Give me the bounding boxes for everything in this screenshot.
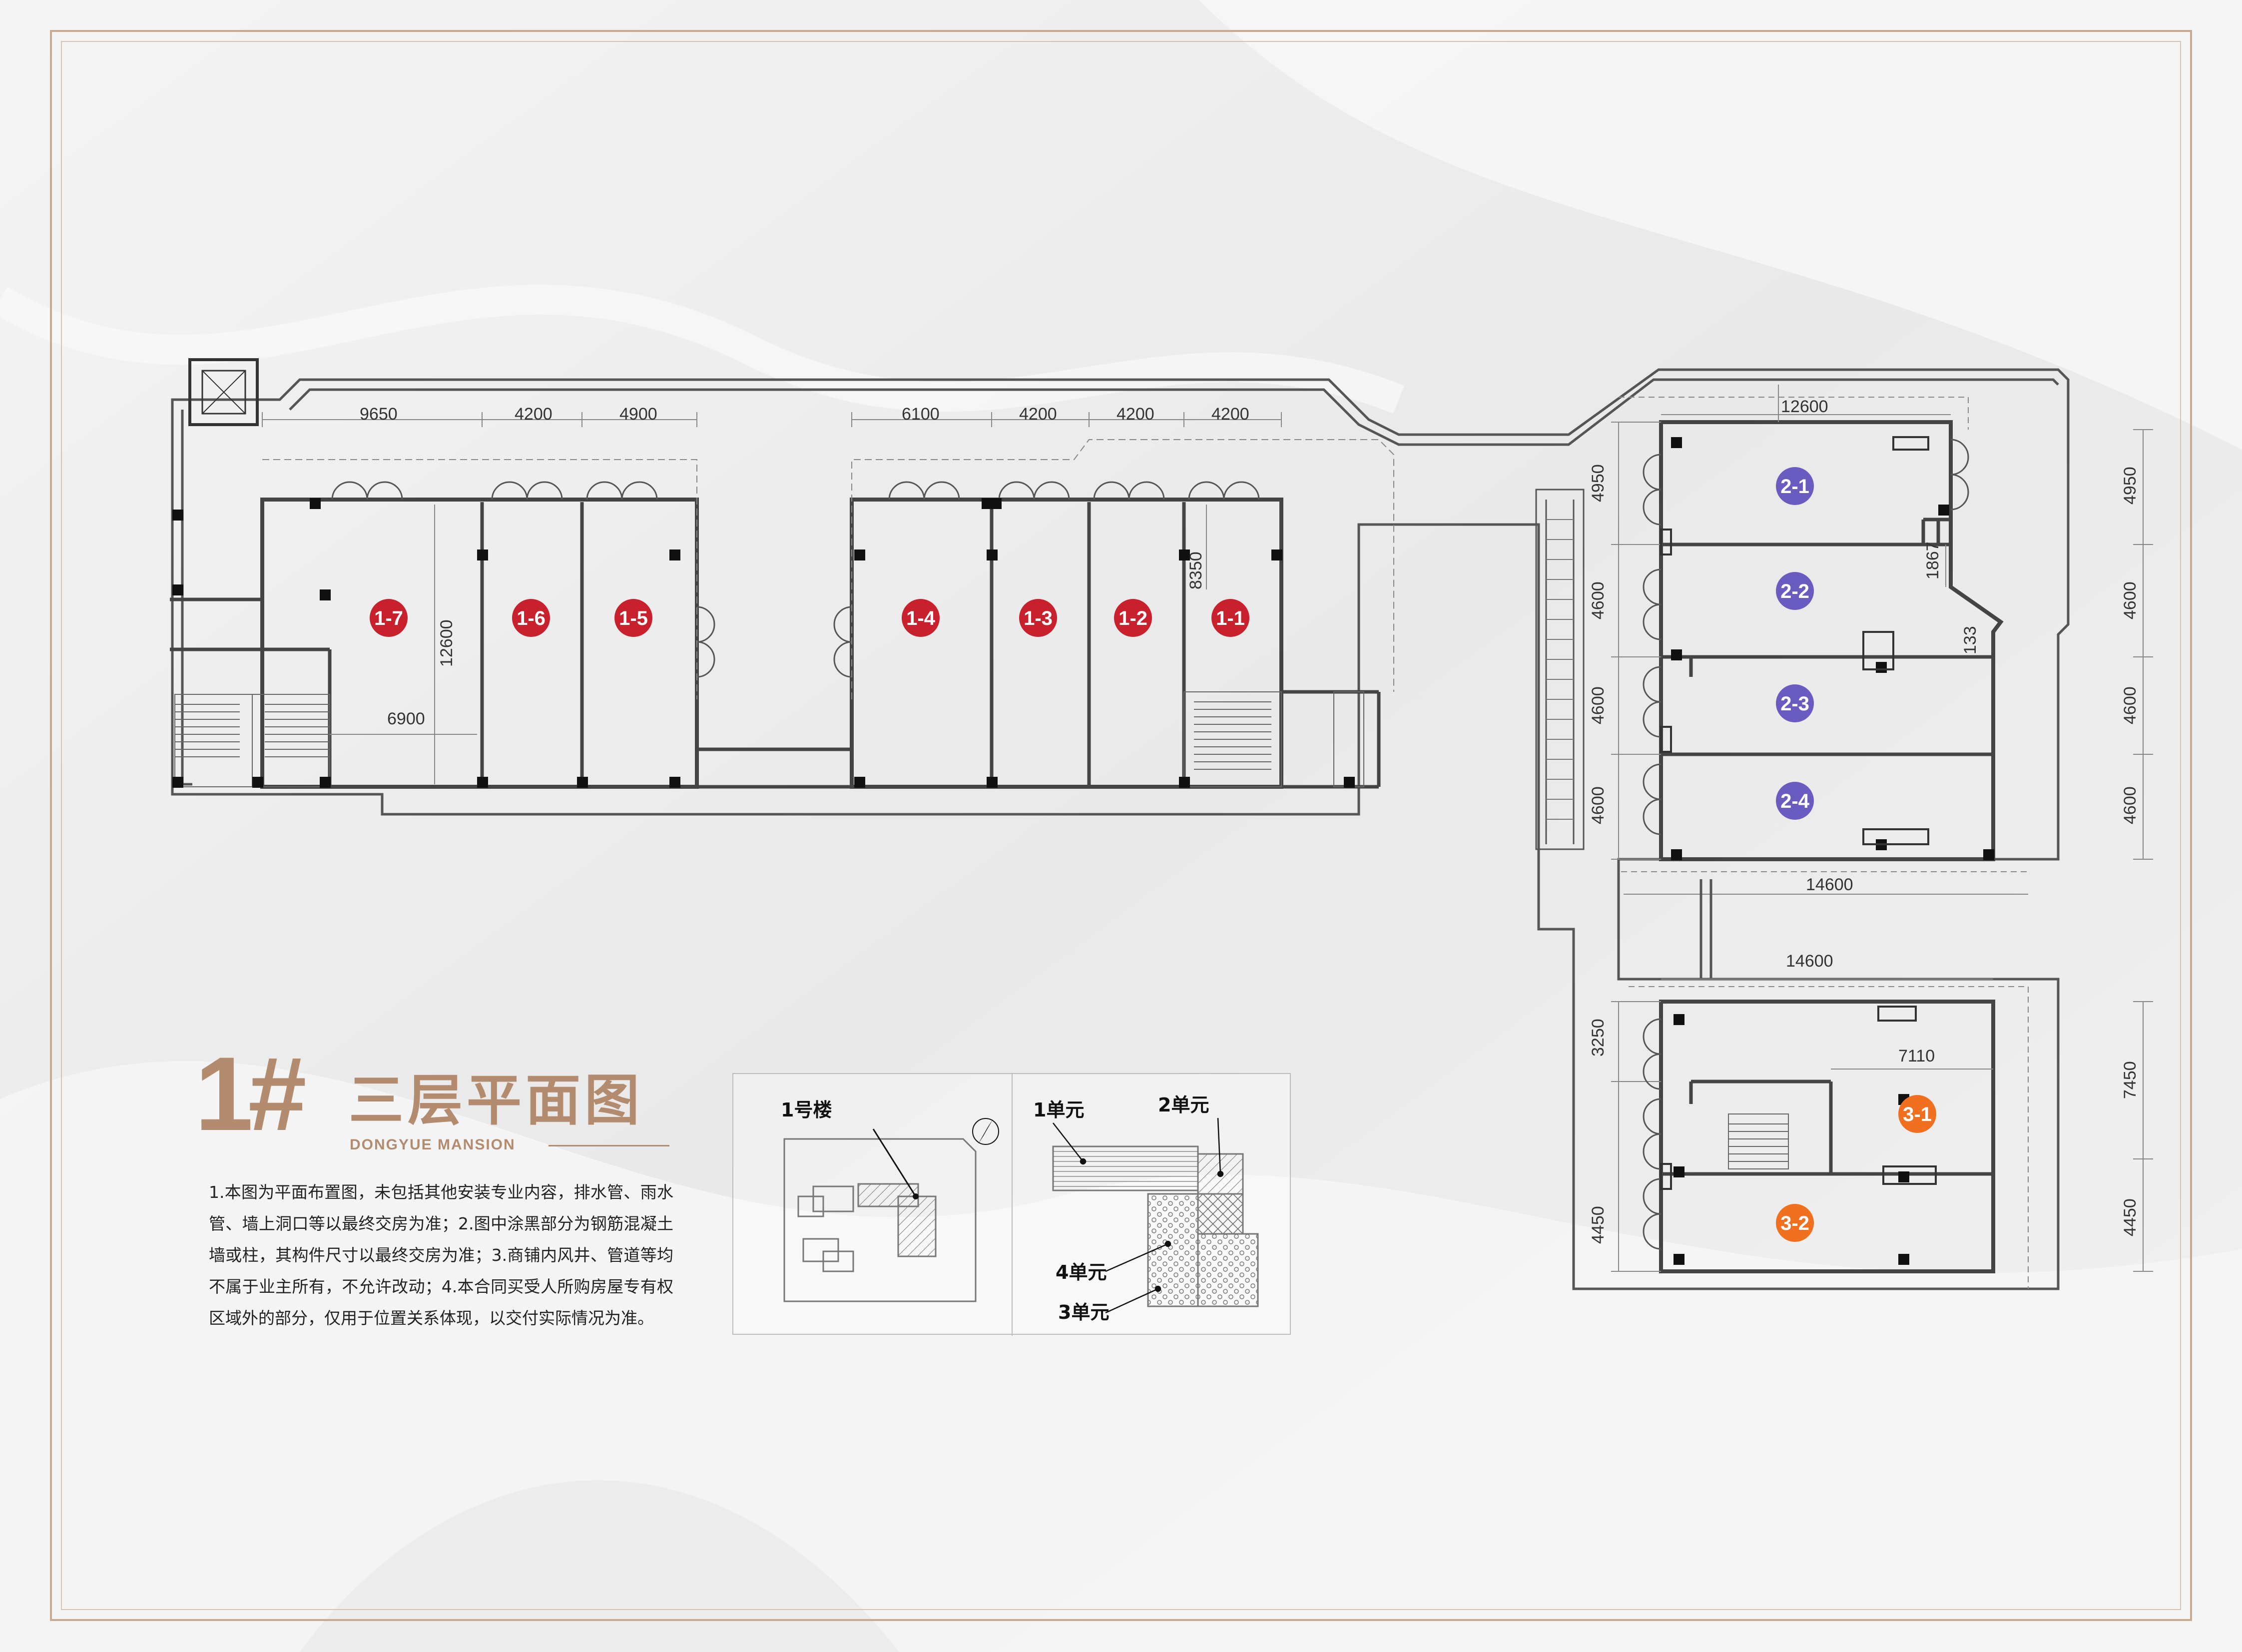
compass-icon (972, 1118, 999, 1145)
unit-markers-wing1 (370, 599, 1249, 637)
unit-label-1-7: 1-7 (374, 607, 403, 629)
page-title: 三层平面图 (349, 1069, 643, 1132)
wing2-block (1659, 420, 2004, 861)
dim-4200-b: 4200 (1019, 405, 1057, 424)
dim-4200-a: 4200 (515, 405, 553, 424)
wing3-block (1659, 1000, 1995, 1273)
dim-12600-horizontal: 12600 (1781, 397, 1828, 416)
title-rule (549, 1145, 669, 1146)
dim-12600-vertical: 12600 (437, 619, 456, 667)
elevator-core (188, 358, 259, 426)
dim-4900: 4900 (619, 405, 657, 424)
dim-8350: 8350 (1186, 551, 1205, 589)
unit-label-3-2: 3-2 (1780, 1212, 1809, 1234)
key-unit2-label: 2单元 (1158, 1094, 1209, 1116)
stair-left (174, 694, 330, 787)
key-plan-diagram: 1号楼 1单元 2单元 4单元 3单元 (781, 1074, 1259, 1336)
dim-4200-c: 4200 (1117, 405, 1154, 424)
door-swings-wing1 (331, 481, 1260, 678)
unit-label-1-4: 1-4 (906, 607, 936, 629)
unit-label-2-4: 2-4 (1780, 790, 1810, 812)
dim-left-4450: 4450 (1589, 1206, 1608, 1244)
dim-133: 133 (1961, 626, 1980, 654)
dim-14600-a: 14600 (1806, 875, 1853, 894)
unit-label-2-1: 2-1 (1780, 476, 1809, 498)
unit-label-1-5: 1-5 (619, 607, 648, 629)
building-number: 1# (195, 1035, 307, 1152)
corridor-outline (171, 368, 2070, 1290)
dim-left-4950: 4950 (1589, 464, 1608, 502)
unit-label-1-2: 1-2 (1119, 607, 1147, 629)
key-plan: 1号楼 1单元 2单元 4单元 3单元 (732, 1073, 1291, 1336)
inner-frame (61, 41, 2181, 1610)
key-unit1-label: 1单元 (1033, 1099, 1084, 1121)
dim-9650: 9650 (360, 405, 398, 424)
key-unit4-label: 4单元 (1056, 1261, 1107, 1283)
unit-label-3-1: 3-1 (1903, 1103, 1932, 1125)
dim-left-3250: 3250 (1589, 1019, 1608, 1057)
shafts-wing2 (1660, 436, 1929, 845)
wing1-block-a (260, 498, 699, 789)
unit-label-1-3: 1-3 (1024, 607, 1053, 629)
site-boundary (783, 1138, 977, 1302)
unit-markers-wing3 (1776, 1095, 1936, 1242)
dim-right-4450: 4450 (2121, 1198, 2140, 1236)
unit-label-1-6: 1-6 (517, 607, 546, 629)
dim-right-4600-c: 4600 (2121, 786, 2140, 824)
unit-label-1-1: 1-1 (1216, 607, 1245, 629)
shafts-wing3 (1660, 1006, 1937, 1190)
unit-markers-wing2 (1776, 467, 1814, 820)
plan-notes: 1.本图为平面布置图，未包括其他安装专业内容，排水管、雨水管、墙上洞口等以最终交… (209, 1182, 673, 1328)
dim-left-4600-c: 4600 (1589, 786, 1608, 824)
dim-6100: 6100 (902, 405, 940, 424)
key-building-label: 1号楼 (781, 1099, 832, 1121)
dim-right-7450: 7450 (2121, 1061, 2140, 1099)
unit-label-2-2: 2-2 (1780, 580, 1809, 602)
dim-4200-d: 4200 (1211, 405, 1249, 424)
unit-label-2-3: 2-3 (1780, 693, 1809, 715)
outer-frame (50, 30, 2192, 1621)
dim-right-4600-b: 4600 (2121, 686, 2140, 724)
columns-wing1 (172, 498, 1355, 788)
dim-6900: 6900 (387, 709, 425, 728)
stair-right (1183, 691, 1364, 787)
key-unit3-label: 3单元 (1058, 1301, 1109, 1323)
door-swings-wing2 (1643, 439, 1969, 835)
dim-7110: 7110 (1898, 1047, 1935, 1066)
dim-right-4600-a: 4600 (2121, 581, 2140, 619)
wing1-block-b (850, 498, 1283, 789)
door-swings-wing3 (1643, 1018, 1662, 1250)
dim-1867: 1867 (1923, 542, 1942, 579)
dim-right-4950: 4950 (2121, 467, 2140, 505)
stair-wing3 (1728, 1113, 1789, 1169)
dim-14600-b: 14600 (1786, 952, 1833, 971)
dim-left-4600-a: 4600 (1589, 581, 1608, 619)
escalator-steps (1546, 519, 1574, 820)
dim-left-4600-b: 4600 (1589, 686, 1608, 724)
page-subtitle: DONGYUE MANSION (350, 1136, 516, 1153)
escalator (1535, 489, 1585, 850)
columns-wing2 (1671, 437, 1994, 860)
